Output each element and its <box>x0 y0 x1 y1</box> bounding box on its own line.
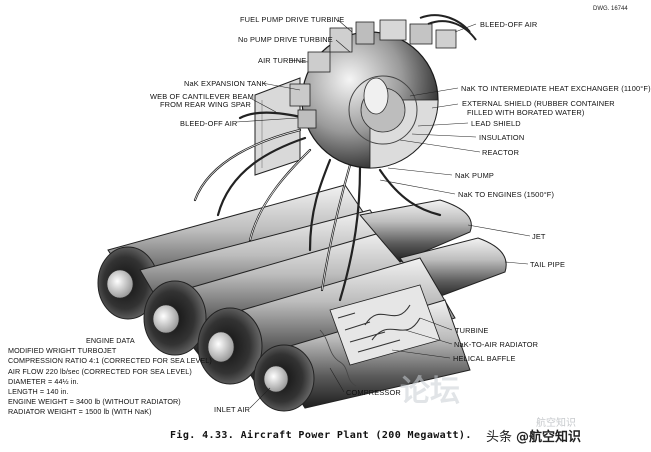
drawing-number: DWG. 16744 <box>593 6 628 12</box>
turbine-housings <box>289 14 477 129</box>
figure-caption: Fig. 4.33. Aircraft Power Plant (200 Meg… <box>170 430 472 441</box>
watermark-brand: @航空知识 <box>516 430 582 445</box>
engine-data-line: ENGINE WEIGHT = 3400 lb (WITHOUT RADIATO… <box>8 397 181 407</box>
radiator-cutaway <box>319 284 441 387</box>
watermark-faint: 航空知识 <box>536 418 576 429</box>
label-jet: JET <box>532 232 546 241</box>
label-insulation: INSULATION <box>479 133 525 142</box>
label-nak-pump: NaK PUMP <box>455 171 494 180</box>
label-inlet-air: INLET AIR <box>214 405 251 414</box>
engine-data-title: ENGINE DATA <box>86 336 135 345</box>
watermark-prefix: 头条 <box>486 430 513 445</box>
label-from-rear-wing-spar: FROM REAR WING SPAR <box>160 100 251 109</box>
engine-data-line: RADIATOR WEIGHT = 1500 lb (WITH NaK) <box>8 407 152 417</box>
label-lead-shield: LEAD SHIELD <box>471 119 521 128</box>
watermark-bottom: 头条 @航空知识 <box>486 426 581 445</box>
engine-data-line: LENGTH = 140 in. <box>8 387 69 397</box>
reactor-sphere <box>301 31 439 169</box>
watermark-center: 论坛 <box>400 374 460 409</box>
nak-piping-highlight <box>194 129 351 291</box>
label-fuel-pump-drive-turbine: FUEL PUMP DRIVE TURBINE <box>240 15 345 24</box>
label-reactor: REACTOR <box>482 148 520 157</box>
label-nak-expansion-tank: NaK EXPANSION TANK <box>184 79 267 88</box>
engine-data-line: AIR FLOW 220 lb/sec (CORRECTED FOR SEA L… <box>8 366 192 376</box>
tail-pipe <box>359 199 472 263</box>
label-air-turbine: AIR TURBINE <box>258 56 307 65</box>
label-external-shield-line2: FILLED WITH BORATED WATER) <box>467 108 585 117</box>
label-bleed-off-air-top: BLEED-OFF AIR <box>480 20 538 29</box>
label-compressor: COMPRESSOR <box>346 388 401 397</box>
label-helical-baffle: HELICAL BAFFLE <box>453 354 516 363</box>
label-web-of-cantilever-beam: WEB OF CANTILEVER BEAM <box>150 92 254 101</box>
label-nak-to-intermediate: NaK TO INTERMEDIATE HEAT EXCHANGER (1100… <box>461 84 651 93</box>
label-na-pump-drive-turbine: No PUMP DRIVE TURBINE <box>238 35 333 44</box>
label-tail-pipe: TAIL PIPE <box>530 260 566 269</box>
engine-data-line: DIAMETER = 44½ in. <box>8 376 79 386</box>
leader-lines <box>235 19 531 409</box>
engine-data-line: COMPRESSION RATIO 4:1 (CORRECTED FOR SEA… <box>8 356 212 366</box>
label-nak-to-engines: NaK TO ENGINES (1500°F) <box>458 190 555 199</box>
label-nak-to-air-radiator: NaK-TO-AIR RADIATOR <box>454 340 539 349</box>
label-turbine: TURBINE <box>455 326 489 335</box>
engine-data-block: ENGINE DATA MODIFIED WRIGHT TURBOJET COM… <box>8 336 212 418</box>
engine-data-line: MODIFIED WRIGHT TURBOJET <box>8 346 117 356</box>
label-external-shield-line1: EXTERNAL SHIELD (RUBBER CONTAINER <box>462 99 615 108</box>
label-bleed-off-air-left: BLEED-OFF AIR <box>180 119 238 128</box>
